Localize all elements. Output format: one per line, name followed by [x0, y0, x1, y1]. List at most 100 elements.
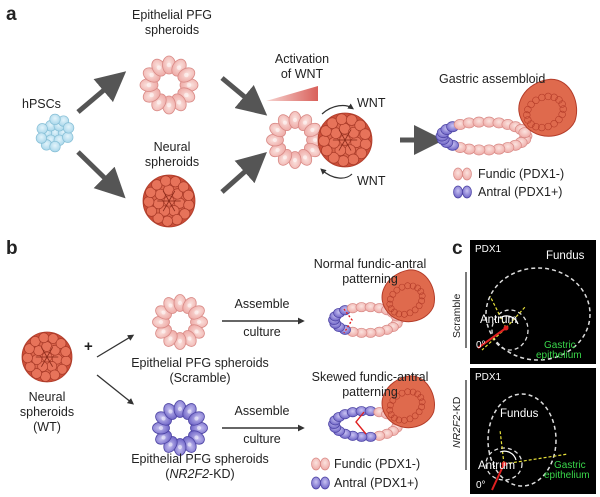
neural-label-2: spheroids	[144, 155, 200, 169]
cell-nucleus	[177, 406, 183, 412]
legend-b-fundic-label: Fundic (PDX1-)	[334, 457, 421, 471]
neural-cell	[47, 333, 59, 344]
assemble-top-1: Assemble	[234, 297, 290, 311]
rosette-line	[162, 200, 170, 212]
cell-nucleus	[161, 329, 166, 334]
cell-nucleus	[187, 336, 192, 341]
cluster-cell	[36, 123, 48, 135]
neural-cell	[178, 181, 190, 193]
scramble-label-1: Epithelial PFG spheroids	[131, 356, 269, 370]
neural-cell	[171, 214, 183, 226]
cell-nucleus	[166, 62, 172, 68]
cell-nucleus	[177, 444, 183, 450]
normal-label-2: patterning	[342, 272, 398, 286]
scramble-spheroid-icon	[152, 294, 208, 350]
legend-antral-label: Antral (PDX1+)	[478, 185, 563, 199]
cluster-cell	[62, 131, 74, 143]
neural-cell	[160, 175, 172, 187]
cell-nucleus	[196, 425, 202, 431]
cell-nucleus	[282, 120, 288, 125]
neural-cell	[24, 343, 35, 355]
rosette-line	[41, 356, 48, 367]
neural-cell	[179, 208, 191, 220]
fundus-outline	[485, 267, 591, 361]
legend-b-antral-swatch	[311, 476, 330, 490]
axis-arrow	[477, 327, 507, 349]
neural-label-1: Neural	[153, 140, 191, 154]
cell-nucleus	[282, 155, 288, 160]
cell-nucleus	[149, 92, 154, 98]
kd-label-1: Epithelial PFG spheroids	[131, 452, 269, 466]
cell-nucleus	[161, 435, 166, 440]
cell-nucleus	[184, 72, 189, 78]
cell-nucleus	[168, 409, 173, 414]
neural-cell	[24, 361, 36, 373]
cell-nucleus	[310, 127, 315, 133]
gastric-label-2: epithelium	[544, 470, 590, 481]
neural-cell	[321, 144, 333, 157]
cell-nucleus	[194, 416, 199, 421]
cell-nucleus	[302, 120, 308, 125]
swatch-cell	[462, 185, 472, 199]
legend-b-antral-label: Antral (PDX1+)	[334, 476, 419, 490]
angle-line-1	[499, 429, 505, 465]
cell-nucleus	[156, 100, 162, 105]
kd-label-2: (NR2F2-KD)	[165, 467, 235, 481]
legend-antral-swatch	[453, 185, 472, 199]
rosette-line	[344, 139, 352, 151]
neural-cell	[347, 153, 360, 166]
axis-arrow	[491, 463, 505, 491]
assemble-bot-1: Assemble	[234, 404, 290, 418]
cell-nucleus	[177, 300, 183, 306]
gastric-label-1: Gastric	[544, 340, 576, 351]
neural-cell	[345, 114, 358, 126]
arrow-neural-to-fusion	[220, 152, 267, 194]
blob-cell	[524, 105, 532, 114]
neural-cell	[49, 369, 61, 381]
neural-blob	[518, 78, 578, 137]
neural-cell	[334, 144, 347, 157]
rosette-line	[46, 347, 53, 358]
neural-cell	[182, 189, 195, 201]
wnt-bottom-arrow-icon	[320, 168, 353, 179]
cluster-cell	[62, 122, 75, 134]
neural-cell	[337, 155, 350, 167]
neural-cell	[318, 135, 330, 147]
fundus-label: Fundus	[546, 250, 585, 262]
cell-nucleus	[196, 319, 202, 325]
blob-cell	[417, 288, 425, 295]
blob-cell	[391, 414, 398, 422]
cell-nucleus	[292, 157, 298, 163]
cell-nucleus	[156, 65, 162, 70]
antrum-outline	[491, 309, 529, 351]
plus-sign: +	[84, 338, 93, 355]
fundus-label: Fundus	[500, 408, 539, 420]
gastric-assembloid-icon	[435, 78, 578, 156]
cell-nucleus	[168, 442, 173, 447]
cell-nucleus	[272, 137, 278, 143]
antrum-label: Antrum	[478, 460, 516, 472]
skewed-label-1: Skewed fundic-antral	[311, 370, 429, 384]
angle-arc	[499, 450, 517, 461]
cell-nucleus	[312, 137, 318, 143]
cluster-cell	[49, 113, 61, 126]
degree-label: 0°	[476, 340, 486, 351]
cell-nucleus	[194, 310, 199, 315]
neural-cell	[355, 147, 368, 160]
neural-cell	[158, 205, 171, 217]
wnt-gradient-icon	[266, 86, 318, 101]
wnt-bottom-label: WNT	[357, 174, 386, 188]
swatch-cell	[453, 185, 463, 199]
legend-fundic-label: Fundic (PDX1-)	[478, 167, 565, 181]
cell-nucleus	[184, 92, 189, 98]
blob-cell	[558, 100, 566, 108]
legend-fundic-swatch	[453, 167, 472, 181]
swatch-cell	[320, 457, 330, 471]
hpsc-cluster-icon	[35, 113, 75, 153]
neural-cell	[169, 176, 181, 188]
skewed-label-2: patterning	[342, 385, 398, 399]
swatch-cell	[453, 167, 463, 181]
cell-nucleus	[161, 416, 166, 421]
center-point	[501, 461, 507, 467]
arrow-to-neural	[76, 150, 126, 199]
